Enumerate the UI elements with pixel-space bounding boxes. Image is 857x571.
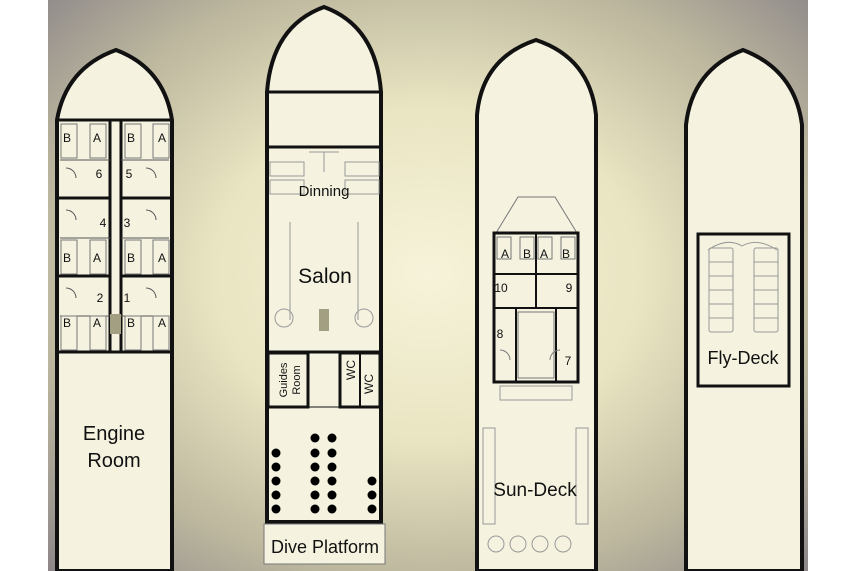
- wc-label: WC: [344, 360, 358, 380]
- berth-label-b: B: [523, 247, 531, 261]
- berth-label-b: B: [63, 316, 71, 330]
- dive-tank-dots: [271, 433, 377, 514]
- berth-label-a: A: [158, 316, 166, 330]
- deck-plan-canvas: 6 5 4 3 2 1 B A B A B A B A B A B A Engi…: [48, 0, 808, 571]
- guides-room-label: Guides: [278, 362, 290, 397]
- berth-label-b: B: [562, 247, 570, 261]
- deck-plan-diagram: 6 5 4 3 2 1 B A B A B A B A B A B A Engi…: [55, 4, 804, 571]
- berth-label-a: A: [93, 251, 101, 265]
- guides-room: [266, 351, 310, 409]
- berth-label-a: A: [158, 251, 166, 265]
- upper-deck: A B A B 10 9 8 7 Sun-Deck: [475, 37, 598, 571]
- dive-platform: [263, 523, 386, 565]
- guides-room-label: Room: [291, 365, 303, 394]
- lower-deck-hull: [55, 47, 174, 571]
- main-deck: Dinning Salon Guides Room WC WC Dive Pla…: [263, 4, 386, 565]
- stair-marker: [319, 309, 329, 331]
- jacuzzi-circles: [487, 535, 572, 553]
- sun-deck-label: Sun-Deck: [493, 480, 577, 501]
- berth-label-a: A: [540, 247, 548, 261]
- cabin-number-4: 4: [100, 216, 107, 230]
- fly-deck-label: Fly-Deck: [708, 348, 780, 368]
- cabin-number-1: 1: [124, 291, 131, 305]
- fly-deck-area: [696, 232, 791, 388]
- engine-room-label: Room: [87, 450, 140, 472]
- cabin-number-8: 8: [497, 327, 504, 341]
- stair-marker: [110, 314, 121, 334]
- cabin-number-10: 10: [494, 281, 508, 295]
- dining-label: Dinning: [299, 183, 350, 200]
- cabin-number-2: 2: [97, 291, 104, 305]
- engine-room-label: Engine: [83, 423, 145, 445]
- lower-deck: 6 5 4 3 2 1 B A B A B A B A B A B A Engi…: [55, 47, 174, 571]
- berth-label-b: B: [127, 131, 135, 145]
- berth-label-a: A: [93, 316, 101, 330]
- berth-label-b: B: [63, 131, 71, 145]
- berth-label-a: A: [501, 247, 509, 261]
- cabin-number-6: 6: [96, 167, 103, 181]
- dive-platform-label: Dive Platform: [271, 537, 379, 557]
- berth-label-b: B: [127, 316, 135, 330]
- main-deck-hull: [265, 4, 383, 524]
- cabin-number-3: 3: [124, 216, 131, 230]
- berth-label-a: A: [93, 131, 101, 145]
- salon-label: Salon: [298, 265, 352, 288]
- cabin-number-5: 5: [126, 167, 133, 181]
- berth-label-b: B: [63, 251, 71, 265]
- cabin-number-7: 7: [565, 354, 572, 368]
- top-deck: Fly-Deck: [684, 47, 804, 571]
- berth-label-a: A: [158, 131, 166, 145]
- top-deck-hull: [684, 47, 804, 571]
- berth-label-b: B: [127, 251, 135, 265]
- wc-label: WC: [362, 374, 376, 394]
- cabin-number-9: 9: [566, 281, 573, 295]
